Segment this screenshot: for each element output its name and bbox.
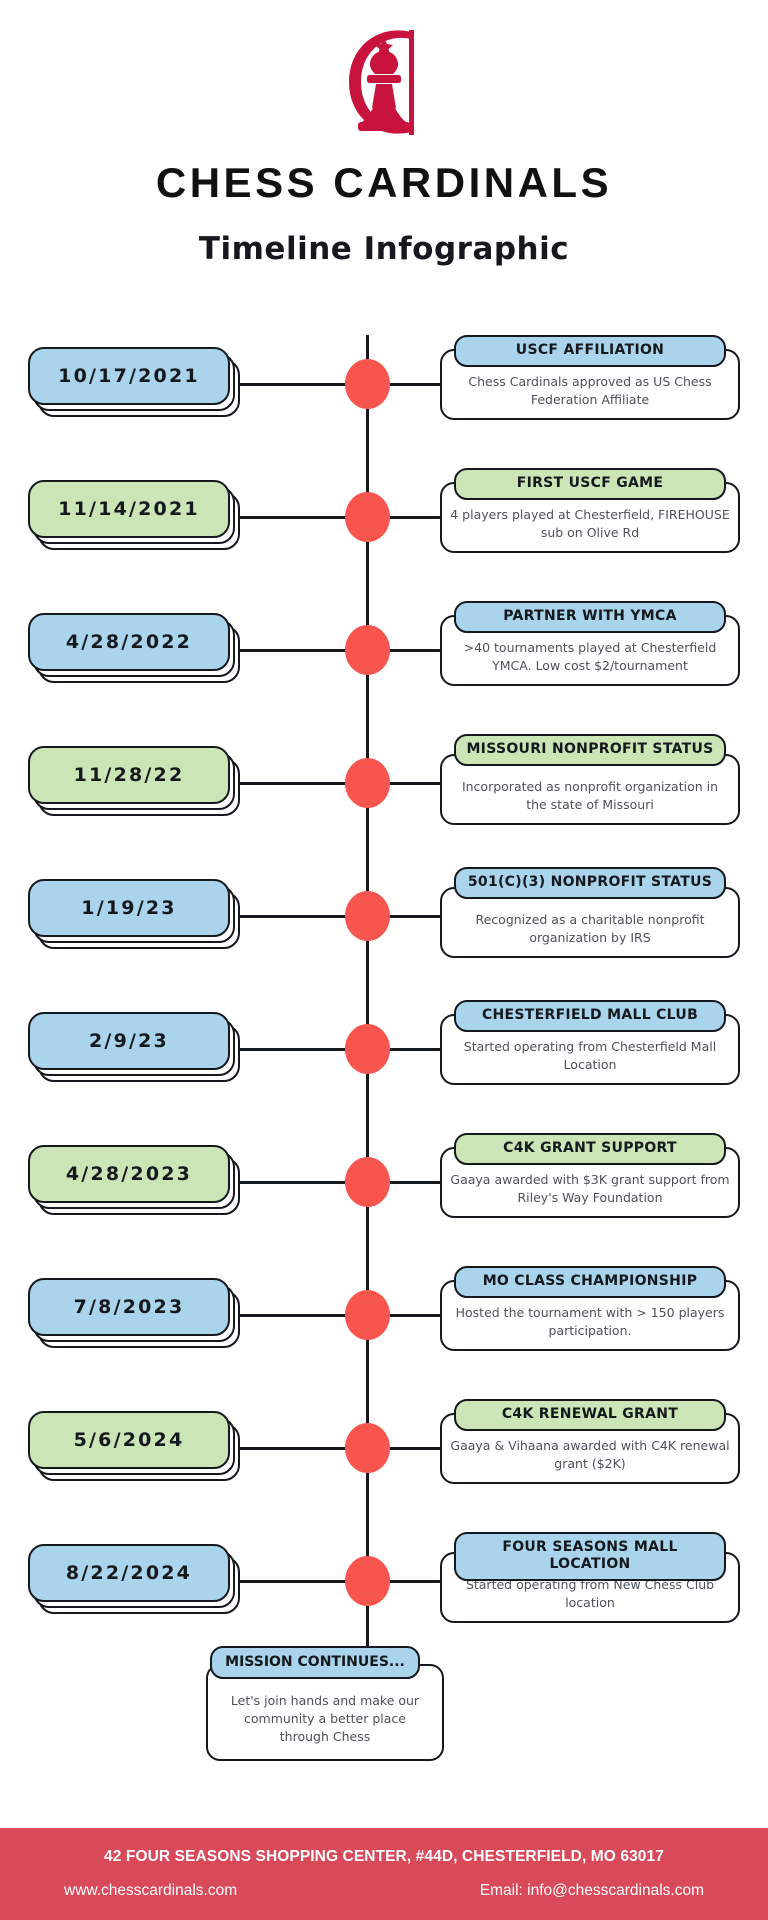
event-title: 501(C)(3) NONPROFIT STATUS bbox=[454, 867, 726, 900]
timeline-node-marker[interactable] bbox=[345, 359, 390, 409]
connector-left bbox=[236, 1314, 351, 1317]
date-label: 4/28/2022 bbox=[28, 613, 230, 671]
date-capsule[interactable]: 4/28/2022 bbox=[28, 613, 240, 685]
event-title: CHESTERFIELD MALL CLUB bbox=[454, 1000, 726, 1033]
connector-right bbox=[384, 1181, 442, 1184]
connector-right bbox=[384, 1447, 442, 1450]
connector-left bbox=[236, 1181, 351, 1184]
event-title: FOUR SEASONS MALL LOCATION bbox=[454, 1532, 726, 1582]
mission-title: MISSION CONTINUES... bbox=[210, 1646, 420, 1679]
connector-left bbox=[236, 1447, 351, 1450]
date-capsule[interactable]: 11/28/22 bbox=[28, 746, 240, 818]
date-label: 11/28/22 bbox=[28, 746, 230, 804]
date-capsule[interactable]: 5/6/2024 bbox=[28, 1411, 240, 1483]
date-label: 8/22/2024 bbox=[28, 1544, 230, 1602]
date-label: 7/8/2023 bbox=[28, 1278, 230, 1336]
timeline-node-marker[interactable] bbox=[345, 625, 390, 675]
date-capsule[interactable]: 2/9/23 bbox=[28, 1012, 240, 1084]
date-capsule[interactable]: 1/19/23 bbox=[28, 879, 240, 951]
date-label: 4/28/2023 bbox=[28, 1145, 230, 1203]
event-title: PARTNER WITH YMCA bbox=[454, 601, 726, 634]
timeline-node-marker[interactable] bbox=[345, 758, 390, 808]
connector-left bbox=[236, 383, 351, 386]
timeline-node-marker[interactable] bbox=[345, 1556, 390, 1606]
connector-left bbox=[236, 1580, 351, 1583]
timeline-spine bbox=[366, 335, 369, 1680]
date-label: 10/17/2021 bbox=[28, 347, 230, 405]
timeline-node-marker[interactable] bbox=[345, 1024, 390, 1074]
date-capsule[interactable]: 8/22/2024 bbox=[28, 1544, 240, 1616]
timeline-node-marker[interactable] bbox=[345, 1157, 390, 1207]
event-title: MO CLASS CHAMPIONSHIP bbox=[454, 1266, 726, 1299]
date-capsule[interactable]: 11/14/2021 bbox=[28, 480, 240, 552]
event-title: FIRST USCF GAME bbox=[454, 468, 726, 501]
timeline-node-marker[interactable] bbox=[345, 891, 390, 941]
footer-email-link[interactable]: Email: info@chesscardinals.com bbox=[479, 1882, 704, 1899]
page-title: CHESS CARDINALS bbox=[155, 159, 613, 206]
date-label: 2/9/23 bbox=[28, 1012, 230, 1070]
connector-right bbox=[384, 782, 442, 785]
event-title: USCF AFFILIATION bbox=[454, 335, 726, 368]
connector-right bbox=[384, 383, 442, 386]
connector-left bbox=[236, 1048, 351, 1051]
event-title: C4K GRANT SUPPORT bbox=[454, 1133, 726, 1166]
connector-right bbox=[384, 516, 442, 519]
connector-right bbox=[384, 1580, 442, 1583]
connector-left bbox=[236, 915, 351, 918]
connector-left bbox=[236, 782, 351, 785]
timeline-node-marker[interactable] bbox=[345, 1290, 390, 1340]
chess-king-in-c-logo-icon bbox=[309, 18, 459, 148]
footer-address: 42 FOUR SEASONS SHOPPING CENTER, #44D, C… bbox=[104, 1848, 664, 1865]
header: CHESS CARDINALS Timeline Infographic bbox=[0, 0, 768, 320]
connector-right bbox=[384, 915, 442, 918]
footer: 42 FOUR SEASONS SHOPPING CENTER, #44D, C… bbox=[0, 1828, 768, 1920]
date-capsule[interactable]: 10/17/2021 bbox=[28, 347, 240, 419]
event-title: C4K RENEWAL GRANT bbox=[454, 1399, 726, 1432]
event-title: MISSOURI NONPROFIT STATUS bbox=[454, 734, 726, 767]
date-label: 1/19/23 bbox=[28, 879, 230, 937]
date-label: 5/6/2024 bbox=[28, 1411, 230, 1469]
timeline-row: 4/28/2022>40 tournaments played at Chest… bbox=[0, 599, 768, 695]
date-label: 11/14/2021 bbox=[28, 480, 230, 538]
date-capsule[interactable]: 4/28/2023 bbox=[28, 1145, 240, 1217]
timeline-node-marker[interactable] bbox=[345, 492, 390, 542]
connector-right bbox=[384, 1048, 442, 1051]
connector-right bbox=[384, 1314, 442, 1317]
footer-links: www.chesscardinals.com Email: info@chess… bbox=[54, 1882, 714, 1900]
connector-left bbox=[236, 516, 351, 519]
connector-left bbox=[236, 649, 351, 652]
page-subtitle: Timeline Infographic bbox=[198, 231, 570, 267]
date-capsule[interactable]: 7/8/2023 bbox=[28, 1278, 240, 1350]
connector-right bbox=[384, 649, 442, 652]
timeline-node-marker[interactable] bbox=[345, 1423, 390, 1473]
footer-website-link[interactable]: www.chesscardinals.com bbox=[64, 1882, 238, 1899]
